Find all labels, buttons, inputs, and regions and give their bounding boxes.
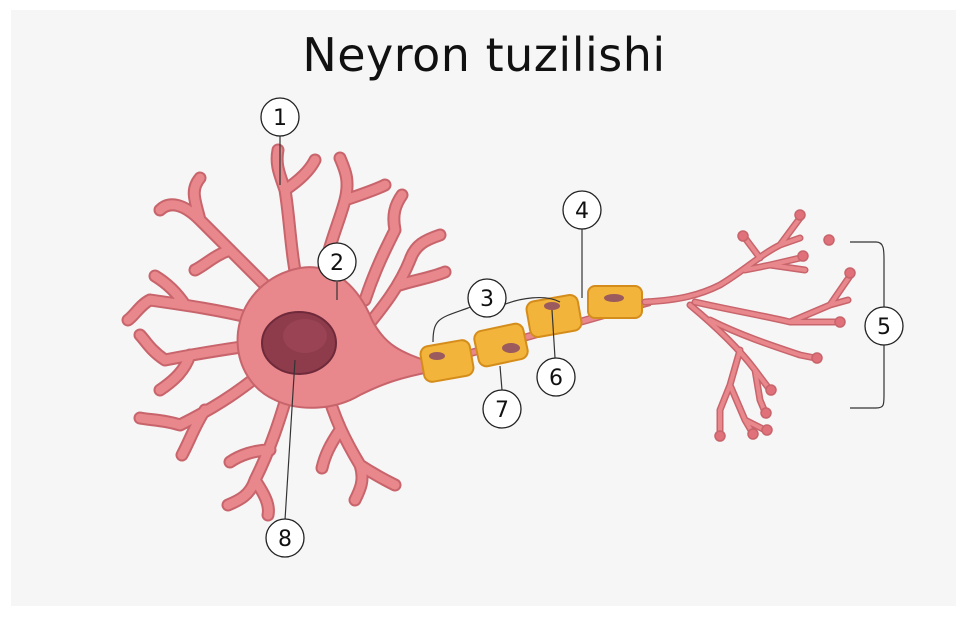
svg-text:4: 4 — [575, 199, 589, 224]
schwann-cell-2 — [473, 322, 529, 368]
axon-terminals — [645, 210, 855, 441]
callout-6: 6 — [537, 358, 575, 396]
svg-text:6: 6 — [549, 366, 563, 391]
svg-text:3: 3 — [480, 287, 494, 312]
svg-text:8: 8 — [278, 527, 292, 552]
callout-8: 8 — [266, 519, 304, 557]
callout-3: 3 — [468, 279, 506, 317]
callout-1: 1 — [261, 98, 299, 136]
callout-5: 5 — [865, 307, 903, 345]
neuron-soma-group — [128, 150, 445, 515]
schwann-cell-3 — [525, 294, 582, 338]
callout-7: 7 — [483, 390, 521, 428]
leader-7 — [500, 366, 502, 390]
schwann-cell-4 — [588, 286, 642, 318]
schwann-cell-1 — [419, 339, 474, 383]
svg-text:1: 1 — [273, 106, 287, 131]
svg-text:5: 5 — [877, 315, 891, 340]
callout-2: 2 — [318, 243, 356, 281]
svg-text:7: 7 — [495, 398, 509, 423]
callout-4: 4 — [563, 191, 601, 229]
svg-text:2: 2 — [330, 251, 344, 276]
